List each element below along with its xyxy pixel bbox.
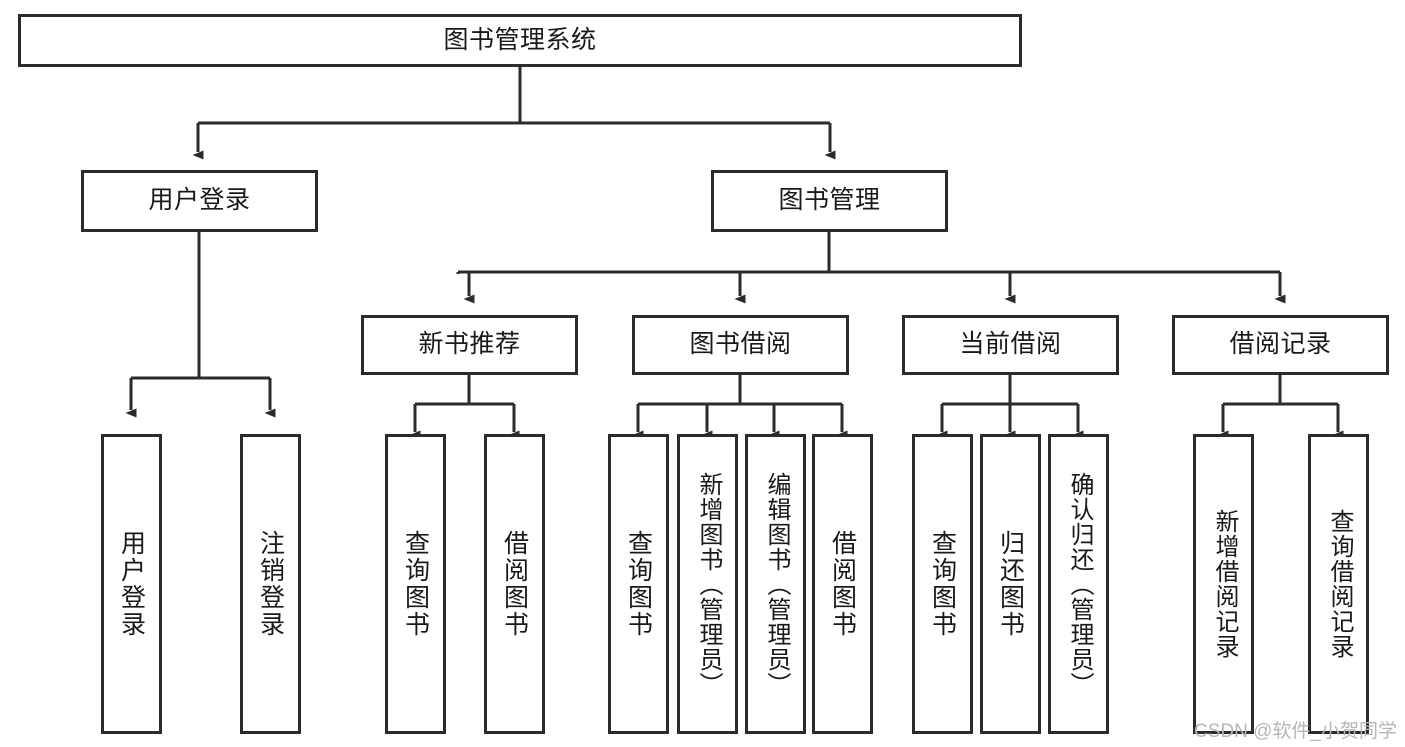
- node-leaf-add-book-label: 新增图书（管理员）: [694, 471, 722, 697]
- node-leaf-confirm-return[interactable]: 确认归还（管理员）: [1048, 434, 1109, 734]
- node-book-manage-label: 图书管理: [778, 186, 881, 215]
- node-leaf-borrow-book-2[interactable]: 借阅图书: [812, 434, 873, 734]
- node-book-borrow-label: 图书借阅: [689, 330, 792, 359]
- node-user-login-label: 用户登录: [148, 186, 251, 215]
- node-leaf-add-book[interactable]: 新增图书（管理员）: [677, 434, 738, 734]
- node-leaf-borrow-book-1-label: 借阅图书: [500, 530, 529, 638]
- node-leaf-query-book-2[interactable]: 查询图书: [608, 434, 669, 734]
- node-borrow-record-label: 借阅记录: [1229, 330, 1332, 359]
- node-leaf-query-book-2-label: 查询图书: [624, 530, 653, 638]
- node-user-login[interactable]: 用户登录: [81, 170, 318, 232]
- node-current-borrow[interactable]: 当前借阅: [902, 315, 1119, 375]
- node-leaf-add-record-label: 新增借阅记录: [1210, 509, 1238, 659]
- node-root[interactable]: 图书管理系统: [18, 14, 1022, 67]
- node-current-borrow-label: 当前借阅: [959, 330, 1062, 359]
- node-leaf-return-book-label: 归还图书: [996, 530, 1025, 638]
- node-borrow-record[interactable]: 借阅记录: [1172, 315, 1389, 375]
- node-leaf-borrow-book-1[interactable]: 借阅图书: [484, 434, 545, 734]
- node-leaf-add-record[interactable]: 新增借阅记录: [1193, 434, 1254, 734]
- node-leaf-query-book-1-label: 查询图书: [401, 530, 430, 638]
- node-leaf-query-book-1[interactable]: 查询图书: [385, 434, 446, 734]
- node-leaf-edit-book[interactable]: 编辑图书（管理员）: [745, 434, 806, 734]
- node-leaf-confirm-return-label: 确认归还（管理员）: [1065, 471, 1093, 697]
- node-new-book-recommend-label: 新书推荐: [418, 330, 521, 359]
- node-new-book-recommend[interactable]: 新书推荐: [361, 315, 578, 375]
- node-leaf-query-record-label: 查询借阅记录: [1325, 509, 1353, 659]
- node-leaf-borrow-book-2-label: 借阅图书: [828, 530, 857, 638]
- node-leaf-query-book-3-label: 查询图书: [928, 530, 957, 638]
- node-leaf-user-logout[interactable]: 注销登录: [240, 434, 301, 734]
- watermark-text: CSDN @软件_小贺同学: [1194, 721, 1397, 742]
- node-leaf-query-record[interactable]: 查询借阅记录: [1308, 434, 1369, 734]
- node-book-manage[interactable]: 图书管理: [711, 170, 948, 232]
- node-leaf-return-book[interactable]: 归还图书: [980, 434, 1041, 734]
- node-leaf-edit-book-label: 编辑图书（管理员）: [762, 471, 790, 697]
- node-leaf-user-logout-label: 注销登录: [256, 530, 285, 638]
- node-leaf-query-book-3[interactable]: 查询图书: [912, 434, 973, 734]
- node-root-label: 图书管理系统: [443, 25, 597, 54]
- node-leaf-user-login[interactable]: 用户登录: [101, 434, 162, 734]
- node-book-borrow[interactable]: 图书借阅: [632, 315, 849, 375]
- node-leaf-user-login-label: 用户登录: [117, 530, 146, 638]
